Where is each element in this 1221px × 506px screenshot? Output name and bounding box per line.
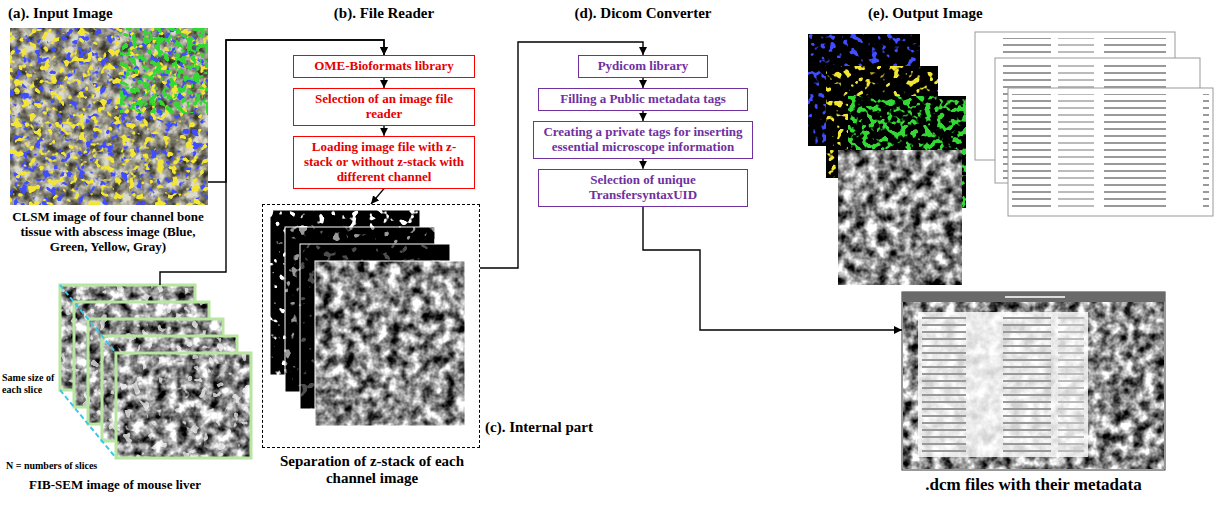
- flow-arrow: [642, 159, 643, 169]
- box-label: Loading image file with z-stack or witho…: [298, 140, 470, 185]
- flow-arrow: [642, 78, 643, 88]
- metadata-tables: [975, 32, 1213, 216]
- image-caption: FIB-SEM image of mouse liver: [0, 478, 230, 493]
- panel-heading: (d). Dicom Converter: [533, 5, 753, 22]
- flow-arrow: [383, 126, 384, 136]
- panel-heading: (a). Input Image: [8, 5, 113, 22]
- image-caption: .dcm files with their metadata: [902, 475, 1165, 495]
- box-label: Selection of unique TransfersyntaxUID: [543, 173, 743, 203]
- panel-heading: (b). File Reader: [284, 5, 484, 22]
- box-label: Selection of an image file reader: [298, 92, 470, 122]
- channel-stack: [270, 210, 465, 426]
- internal-part-region: (c). Internal partSeparation of z-stack …: [262, 204, 480, 448]
- section-heading: (c). Internal part: [485, 419, 593, 436]
- annotation: N = numbers of slices: [6, 460, 97, 472]
- dicom-viewer: [902, 292, 1165, 470]
- panel-heading: (e). Output Image: [868, 5, 983, 22]
- box-label: Creating a private tags for inserting es…: [538, 125, 748, 155]
- process-box: Selection of unique TransfersyntaxUID: [538, 169, 748, 207]
- clsm-image-frame: CLSM image of four channel bone tissue w…: [10, 28, 208, 205]
- process-box: Selection of an image file reader: [293, 88, 475, 126]
- process-box: Creating a private tags for inserting es…: [533, 121, 753, 159]
- process-box: Pydicom library: [578, 55, 708, 78]
- dicom-viewer-frame: .dcm files with their metadata: [902, 292, 1165, 470]
- box-label: Filling a Public metadata tags: [543, 92, 743, 107]
- flow-arrow: [643, 207, 902, 330]
- annotation: Same size of each slice: [2, 372, 58, 395]
- flow-arrow: [642, 111, 643, 121]
- flow-arrow: [383, 78, 384, 88]
- image-caption: CLSM image of four channel bone tissue w…: [2, 210, 214, 255]
- box-label: OME-Bioformats library: [298, 59, 470, 74]
- fib-sem-stack-frame: FIB-SEM image of mouse liver: [60, 285, 251, 458]
- image-caption: Separation of z-stack of each channel im…: [277, 453, 467, 488]
- fib-sem-stack: [60, 285, 251, 458]
- process-box: Filling a Public metadata tags: [538, 88, 748, 111]
- box-label: Pydicom library: [583, 59, 703, 74]
- process-box: Loading image file with z-stack or witho…: [293, 136, 475, 189]
- process-box: OME-Bioformats library: [293, 55, 475, 78]
- flow-arrow: [371, 189, 384, 204]
- output-channels: [808, 34, 966, 285]
- clsm-image: [10, 28, 208, 205]
